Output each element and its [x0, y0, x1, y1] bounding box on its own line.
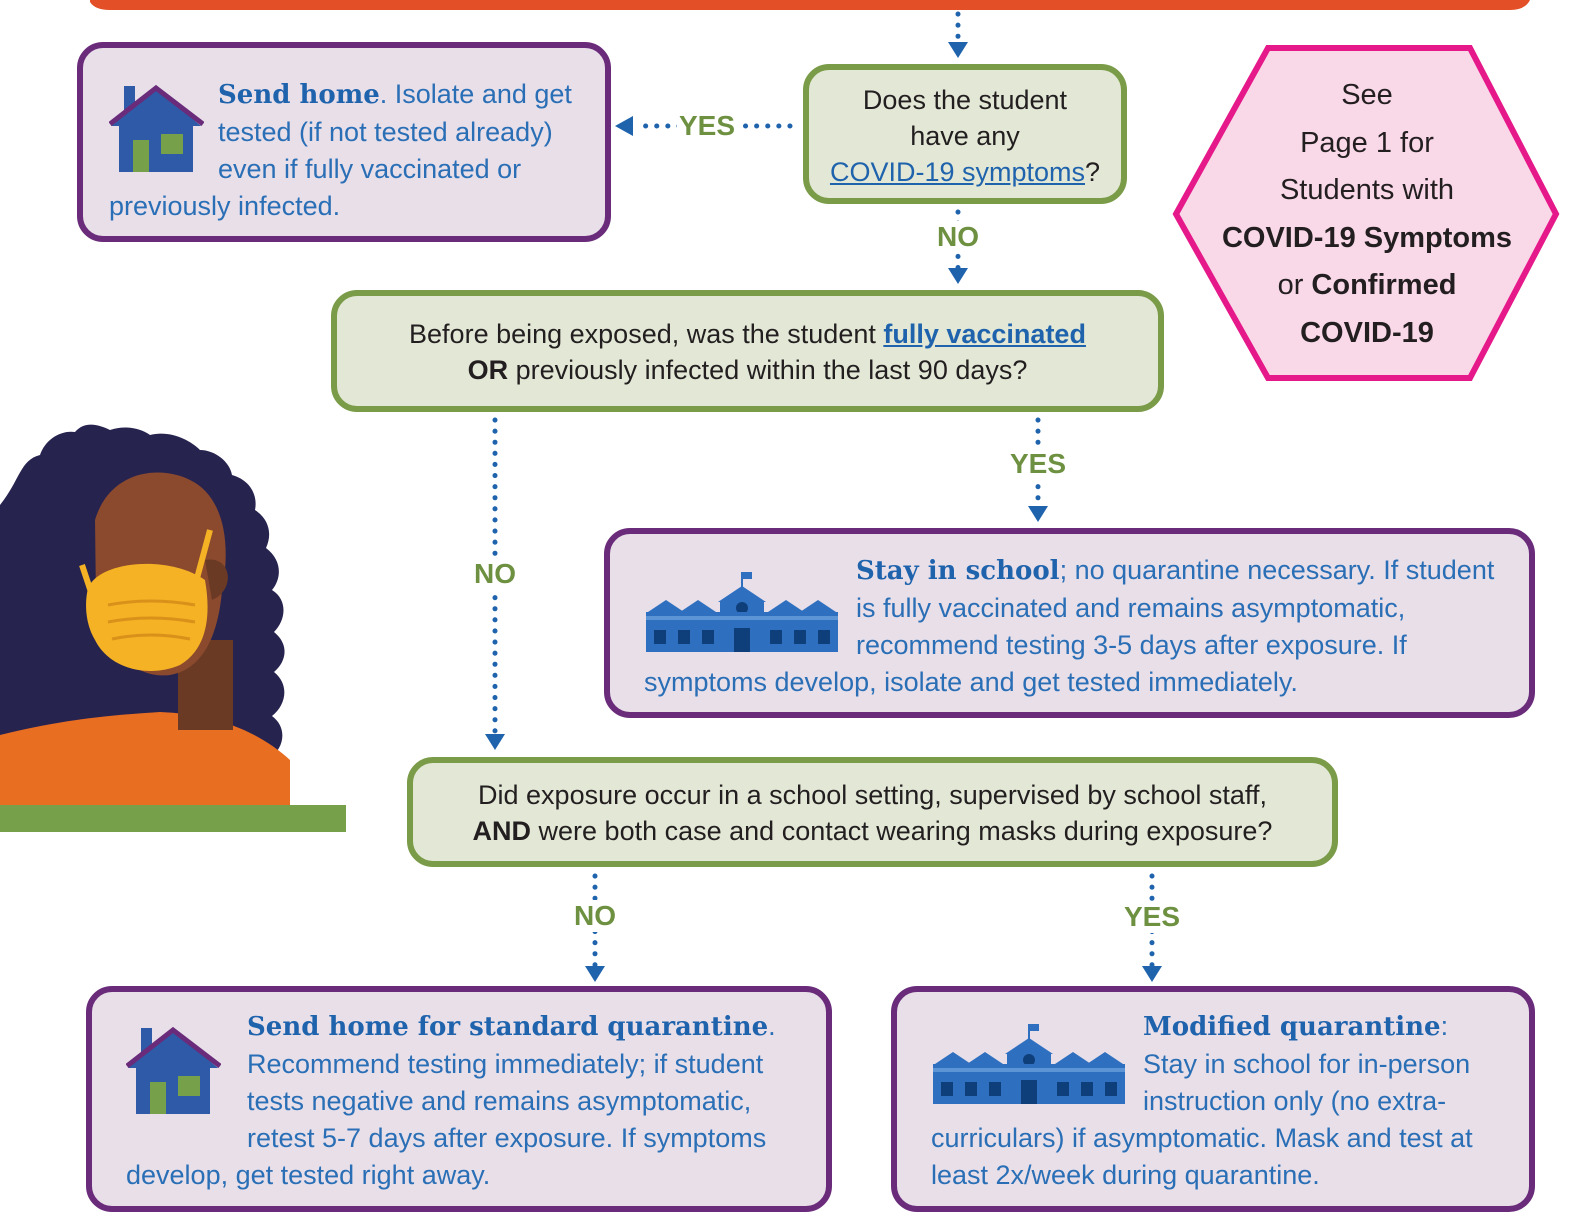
question-vaccinated: Before being exposed, was the student fu… [331, 290, 1164, 412]
q2-text-a: Before being exposed, was the student [409, 319, 884, 349]
modified-colon: : [1440, 1011, 1449, 1041]
arrowhead [585, 966, 605, 982]
standard-heading: Send home for standard quarantine [247, 1012, 769, 1042]
outcome-stay-in-school: Stay in school; no quarantine necessary.… [604, 528, 1535, 718]
label-no-symptoms: NO [935, 221, 981, 253]
masked-student-illustration [0, 424, 346, 832]
top-box-edge [90, 0, 1530, 10]
standard-dot: . [768, 1011, 776, 1041]
note-line1: See [1341, 79, 1393, 111]
school-building-icon [931, 1024, 1127, 1114]
outcome-modified-quarantine: Modified quarantine: Stay in school for … [891, 986, 1535, 1212]
note-bold1: COVID-19 Symptoms [1221, 221, 1513, 254]
send-home-heading: Send home [218, 80, 380, 110]
q1-end: ? [1085, 157, 1101, 187]
q1-line1: Does the student [862, 85, 1068, 115]
stay-heading: Stay in school [856, 556, 1060, 586]
fully-vaccinated-link[interactable]: fully vaccinated [883, 319, 1086, 349]
modified-heading: Modified quarantine [1143, 1012, 1441, 1042]
note-bold3: COVID-19 [1300, 316, 1434, 349]
q2-text-b: previously infected within the last 90 d… [508, 355, 1028, 385]
q3-text-b: were both case and contact wearing masks… [531, 816, 1273, 846]
standard-text: Recommend testing immediately; if studen… [126, 1049, 767, 1190]
send-home-text: . Isolate and get tested (if not tested … [109, 79, 572, 221]
arrowhead [1142, 966, 1162, 982]
school-building-icon [644, 572, 840, 662]
question-symptoms: Does the student have any COVID-19 sympt… [803, 64, 1127, 204]
q3-line1: Did exposure occur in a school setting, … [478, 780, 1267, 810]
arrowhead [1028, 506, 1048, 522]
see-page-hexagon [1172, 45, 1560, 381]
arrowhead [948, 268, 968, 284]
arrowhead [615, 116, 633, 136]
stay-text: ; no quarantine necessary. If student is… [644, 555, 1495, 697]
ground-bar [0, 805, 346, 832]
arrowhead [485, 734, 505, 750]
note-mid: or [1277, 269, 1304, 301]
note-line3: Students with [1279, 174, 1455, 206]
see-page-note: See Page 1 for Students with COVID-19 Sy… [1185, 72, 1549, 357]
label-yes-symptoms: YES [676, 110, 738, 142]
question-school-exposure: Did exposure occur in a school setting, … [407, 757, 1338, 867]
label-no-vaccinated: NO [472, 558, 518, 590]
note-line2: Page 1 for [1300, 126, 1434, 159]
q3-and: AND [472, 816, 532, 846]
arrowheads [485, 42, 1162, 982]
covid-symptoms-link[interactable]: COVID-19 symptoms [829, 157, 1086, 187]
modified-text: Stay in school for in-person instruction… [931, 1049, 1473, 1190]
q2-or: OR [467, 355, 509, 385]
house-icon [125, 1026, 222, 1124]
arrowhead [948, 42, 968, 58]
outcome-standard-quarantine: Send home for standard quarantine. Recom… [86, 986, 832, 1212]
q1-line2: have any [910, 121, 1020, 151]
label-yes-vaccinated: YES [1007, 448, 1069, 480]
label-no-school: NO [572, 900, 618, 932]
note-bold2: Confirmed [1311, 269, 1457, 301]
house-icon [108, 84, 205, 182]
label-yes-school: YES [1121, 901, 1183, 933]
outcome-send-home: Send home. Isolate and get tested (if no… [77, 42, 611, 242]
